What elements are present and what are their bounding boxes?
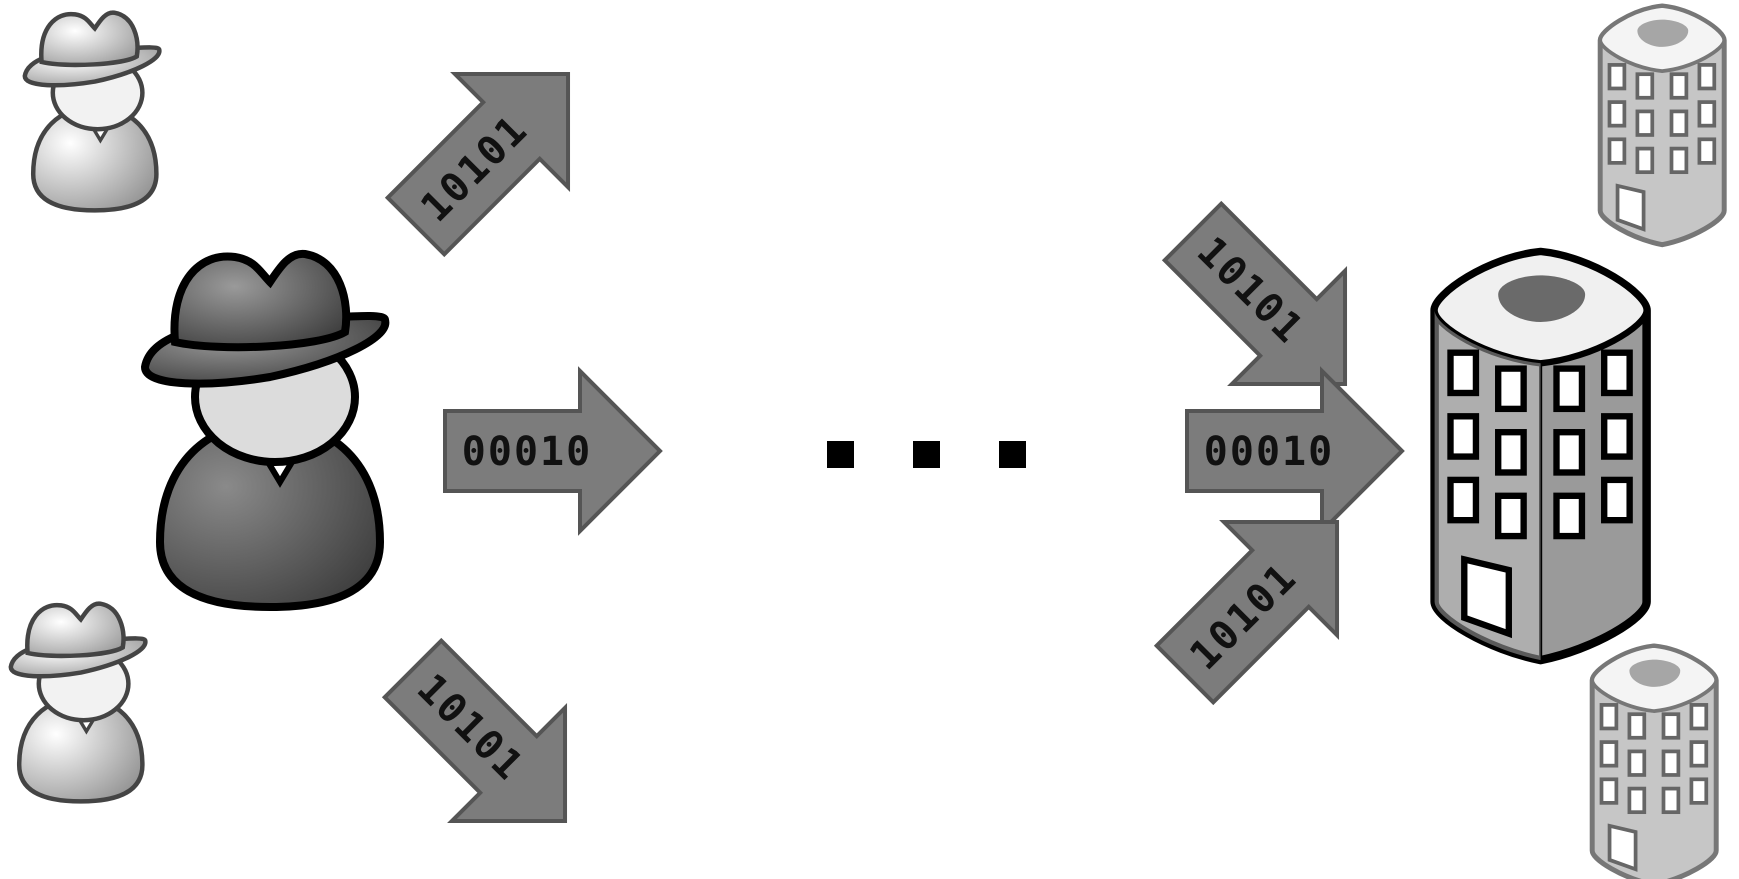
- arrow-left-bottom: 10101: [381, 637, 568, 824]
- arrow-shape: [384, 71, 571, 258]
- large-building-icon: [1435, 252, 1647, 660]
- ellipsis-dots: [827, 441, 1026, 468]
- large-person-icon: [145, 254, 385, 607]
- ellipsis-dot: [913, 441, 940, 468]
- small-building-bottom-icon: [1592, 646, 1716, 879]
- arrow-right-middle: 00010: [1185, 366, 1405, 536]
- arrow-shape: [1185, 366, 1405, 536]
- arrow-right-bottom: 10101: [1153, 519, 1340, 706]
- arrow-shape: [1153, 519, 1340, 706]
- arrow-shape: [1161, 200, 1348, 387]
- arrow-shape: [381, 637, 568, 824]
- arrow-shape: [443, 366, 663, 536]
- arrow-left-middle: 00010: [443, 366, 663, 536]
- small-person-bottom-icon: [11, 604, 146, 802]
- ellipsis-dot: [999, 441, 1026, 468]
- arrow-bits-label: 00010: [1204, 429, 1334, 475]
- arrow-bits-label: 00010: [462, 429, 592, 475]
- small-building-top-icon: [1600, 6, 1724, 245]
- ellipsis-dot: [827, 441, 854, 468]
- small-person-top-icon: [25, 13, 160, 211]
- arrow-right-top: 10101: [1161, 200, 1348, 387]
- arrow-left-top: 10101: [384, 71, 571, 258]
